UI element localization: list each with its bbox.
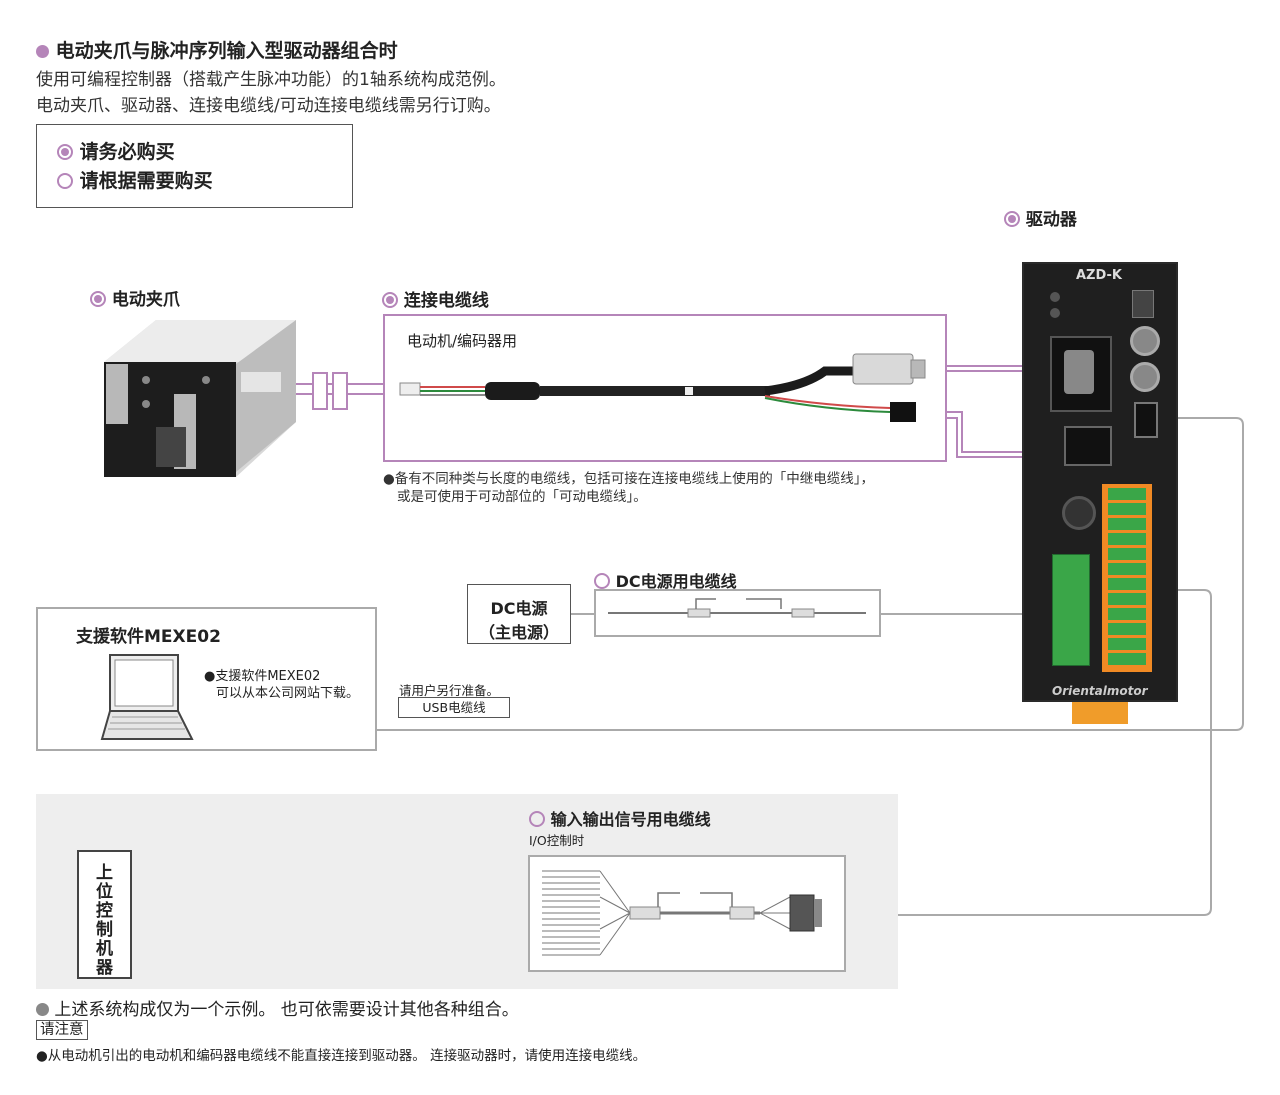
io-cable-box: [528, 855, 846, 972]
optional-icon: [529, 811, 545, 827]
dc-power-supply: DC电源 （主电源）: [467, 584, 571, 644]
rotary-switch: [1130, 326, 1160, 356]
gripper-label: 电动夹爪: [90, 285, 180, 310]
cable-sub: 电动机/编码器用: [407, 332, 518, 350]
driver-brand: Orientalmotor: [1052, 684, 1148, 698]
cable-label: 连接电缆线: [382, 286, 489, 311]
io-sub: I/O控制时: [529, 833, 585, 848]
host-controller-box: 上位控制机器: [77, 850, 132, 979]
led-icon: [1050, 292, 1060, 302]
cable-coupler: [312, 372, 348, 410]
encoder-connector: [1064, 426, 1112, 466]
dip-switch: [1132, 290, 1154, 318]
io-cable-image: [542, 870, 822, 956]
usb-port: [1134, 402, 1158, 438]
driver-image: AZD-K Orientalmotor: [1022, 262, 1178, 702]
led-icon: [1050, 308, 1060, 318]
laptop-image: [100, 654, 194, 740]
header-line-1: 使用可编程控制器（搭载产生脉冲功能）的1轴系统构成范例。: [36, 70, 506, 90]
power-terminal: [1052, 554, 1090, 666]
motor-connector: [1050, 336, 1112, 412]
cable-note-2: 或是可使用于可动部位的「可动电缆线」。: [397, 489, 647, 505]
software-title: 支援软件MEXE02: [76, 627, 221, 647]
driver-model: AZD-K: [1076, 268, 1122, 283]
bullet-icon: [36, 45, 49, 58]
rotary-switch: [1130, 362, 1160, 392]
io-label: 输入输出信号用电缆线: [529, 806, 711, 830]
required-icon: [57, 144, 73, 160]
legend-required: 请务必购买: [57, 137, 175, 164]
required-icon: [382, 292, 398, 308]
caution-label: 请注意: [36, 1020, 88, 1040]
bullet-icon: [36, 1003, 49, 1016]
cable-note-1: ●备有不同种类与长度的电缆线，包括可接在连接电缆线上使用的「中继电缆线」，: [383, 471, 875, 487]
host-controller-label: 上位控制机器: [96, 863, 113, 978]
driver-mount: [1072, 702, 1128, 724]
caution-text: ●从电动机引出的电动机和编码器电缆线不能直接连接到驱动器。 连接驱动器时，请使用…: [36, 1048, 647, 1064]
legend-box: 请务必购买 请根据需要购买: [36, 124, 353, 208]
required-icon: [90, 291, 106, 307]
usb-cable-box: USB电缆线: [398, 697, 510, 718]
cable-box: 电动机/编码器用: [383, 314, 947, 462]
gripper-image: [104, 320, 296, 477]
software-note-1: ●支援软件MEXE02: [204, 669, 321, 684]
home-preset-button: [1062, 496, 1096, 530]
dc-cable-image: [608, 598, 866, 618]
footer-note: 上述系统构成仅为一个示例。 也可依需要设计其他各种组合。: [36, 995, 519, 1020]
io-terminal: [1102, 484, 1152, 672]
driver-label: 驱动器: [1004, 205, 1077, 230]
required-icon: [1004, 211, 1020, 227]
software-note-2: 可以从本公司网站下载。: [216, 686, 360, 701]
user-prep-note: 请用户另行准备。: [399, 683, 500, 698]
legend-optional: 请根据需要购买: [57, 166, 213, 193]
optional-icon: [594, 573, 610, 589]
dc-cable-box: [594, 589, 881, 637]
header-line-2: 电动夹爪、驱动器、连接电缆线/可动连接电缆线需另行订购。: [36, 96, 501, 116]
optional-icon: [57, 173, 73, 189]
cable-image: [399, 353, 926, 422]
page-title: 电动夹爪与脉冲序列输入型驱动器组合时: [36, 36, 398, 63]
dc-cable-label: DC电源用电缆线: [594, 568, 737, 592]
software-box: 支援软件MEXE02 ●支援软件MEXE02 可以从本公司网站下载。: [36, 607, 377, 751]
